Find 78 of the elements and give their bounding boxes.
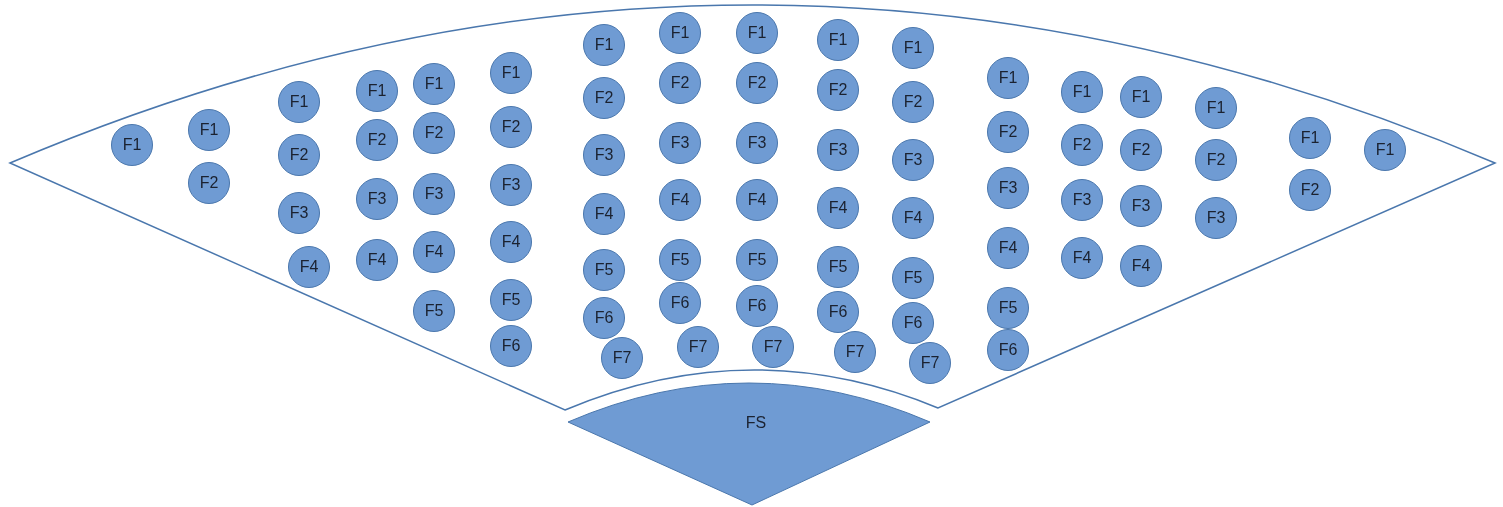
circle-label: F6: [501, 338, 521, 354]
circle-label: F2: [501, 119, 521, 135]
circle-label: F4: [1072, 250, 1092, 266]
circle-label: F6: [998, 342, 1018, 358]
circle-label: F1: [122, 137, 142, 153]
circle-label: F4: [424, 244, 444, 260]
circle-label: F1: [367, 83, 387, 99]
circle-label: F5: [998, 300, 1018, 316]
circle-label: F5: [747, 252, 767, 268]
circle-label: F3: [289, 205, 309, 221]
circle-label: F6: [747, 298, 767, 314]
circle-label: F3: [670, 135, 690, 151]
circle-label: F1: [903, 40, 923, 56]
stage-label: FS: [744, 415, 768, 431]
circle-label: F6: [594, 310, 614, 326]
circle-label: F6: [903, 315, 923, 331]
circle-label: F2: [903, 94, 923, 110]
circle-label: F3: [998, 180, 1018, 196]
circle-label: F4: [501, 234, 521, 250]
circle-label: F1: [1206, 100, 1226, 116]
circle-label: F3: [903, 152, 923, 168]
circle-label: F1: [424, 76, 444, 92]
circle-label: F7: [920, 355, 940, 371]
circle-label: F3: [747, 135, 767, 151]
circle-label: F7: [845, 344, 865, 360]
circle-label: F1: [747, 25, 767, 41]
circle-label: F1: [1131, 89, 1151, 105]
circle-label: F3: [1072, 192, 1092, 208]
circle-label: F1: [289, 94, 309, 110]
circle-label: F6: [828, 304, 848, 320]
circle-label: F3: [424, 186, 444, 202]
circle-label: F2: [594, 90, 614, 106]
circle-label: F2: [1072, 137, 1092, 153]
circle-label: F7: [688, 339, 708, 355]
circle-label: F1: [1072, 84, 1092, 100]
circle-label: F5: [903, 270, 923, 286]
circle-label: F2: [1300, 182, 1320, 198]
circle-label: F1: [199, 122, 219, 138]
circle-label: F2: [670, 75, 690, 91]
circle-label: F5: [424, 303, 444, 319]
circle-label: F3: [367, 191, 387, 207]
circle-label: F2: [1131, 142, 1151, 158]
circle-label: F4: [594, 206, 614, 222]
circle-label: F3: [594, 147, 614, 163]
circle-label: F1: [670, 25, 690, 41]
circle-label: F5: [828, 259, 848, 275]
circle-label: F2: [998, 124, 1018, 140]
circle-label: F5: [594, 262, 614, 278]
circle-label: F1: [594, 37, 614, 53]
circle-label: F2: [199, 175, 219, 191]
circle-label: F2: [747, 75, 767, 91]
circle-label: F1: [501, 65, 521, 81]
circle-label: F7: [612, 350, 632, 366]
circle-label: F4: [1131, 258, 1151, 274]
circle-label: F4: [299, 259, 319, 275]
circle-label: F1: [998, 70, 1018, 86]
circle-label: F4: [903, 210, 923, 226]
circle-label: F4: [828, 200, 848, 216]
circle-label: F3: [828, 142, 848, 158]
circle-label: F4: [670, 192, 690, 208]
circle-label: F4: [367, 252, 387, 268]
circle-label: F3: [1131, 198, 1151, 214]
circle-label: F5: [670, 252, 690, 268]
circle-label: F1: [1375, 142, 1395, 158]
circle-label: F5: [501, 292, 521, 308]
circle-label: F2: [367, 132, 387, 148]
circle-label: F3: [1206, 210, 1226, 226]
circle-label: F2: [1206, 152, 1226, 168]
circle-label: F2: [289, 147, 309, 163]
circle-label: F2: [424, 125, 444, 141]
circle-label: F3: [501, 177, 521, 193]
circle-label: F4: [998, 240, 1018, 256]
circle-label: F1: [1300, 130, 1320, 146]
circle-label: F6: [670, 295, 690, 311]
circle-label: F4: [747, 192, 767, 208]
circle-label: F2: [828, 82, 848, 98]
circle-label: F1: [828, 32, 848, 48]
circle-label: F7: [763, 339, 783, 355]
